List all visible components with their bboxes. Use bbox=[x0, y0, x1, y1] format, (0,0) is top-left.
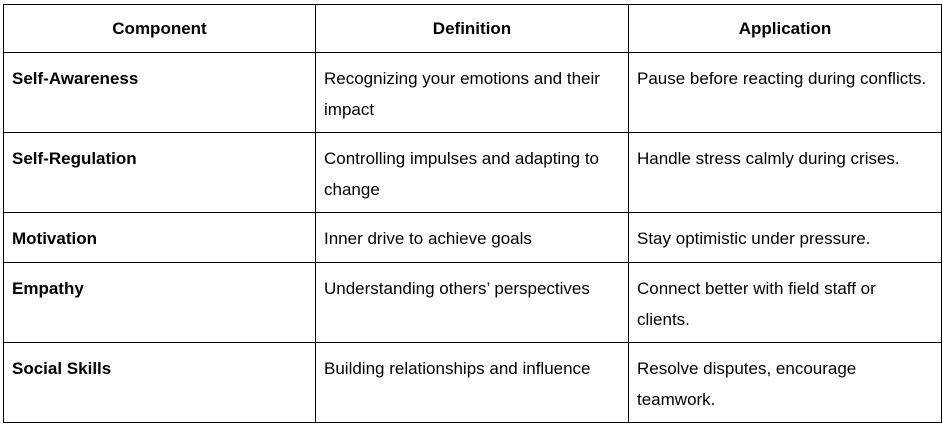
component-cell: Motivation bbox=[3, 212, 316, 263]
table-row: Empathy Understanding others’ perspectiv… bbox=[3, 262, 942, 343]
table-row: Social Skills Building relationships and… bbox=[3, 342, 942, 423]
definition-cell: Building relationships and influence bbox=[315, 342, 629, 423]
definition-cell: Controlling impulses and adapting to cha… bbox=[315, 132, 629, 213]
component-cell: Social Skills bbox=[3, 342, 316, 423]
header-row: Component Definition Application bbox=[3, 4, 942, 53]
header-definition: Definition bbox=[315, 4, 629, 53]
application-cell: Connect better with field staff or clien… bbox=[628, 262, 942, 343]
table-row: Self-Awareness Recognizing your emotions… bbox=[3, 52, 942, 133]
table-row: Self-Regulation Controlling impulses and… bbox=[3, 132, 942, 213]
emotional-intelligence-table: Component Definition Application Self-Aw… bbox=[3, 4, 942, 423]
header-component: Component bbox=[3, 4, 316, 53]
header-application: Application bbox=[628, 4, 942, 53]
application-cell: Pause before reacting during conflicts. bbox=[628, 52, 942, 133]
component-cell: Empathy bbox=[3, 262, 316, 343]
application-cell: Handle stress calmly during crises. bbox=[628, 132, 942, 213]
application-cell: Resolve disputes, encourage teamwork. bbox=[628, 342, 942, 423]
table-row: Motivation Inner drive to achieve goals … bbox=[3, 212, 942, 263]
component-cell: Self-Regulation bbox=[3, 132, 316, 213]
application-cell: Stay optimistic under pressure. bbox=[628, 212, 942, 263]
definition-cell: Inner drive to achieve goals bbox=[315, 212, 629, 263]
definition-cell: Recognizing your emotions and their impa… bbox=[315, 52, 629, 133]
component-cell: Self-Awareness bbox=[3, 52, 316, 133]
definition-cell: Understanding others’ perspectives bbox=[315, 262, 629, 343]
